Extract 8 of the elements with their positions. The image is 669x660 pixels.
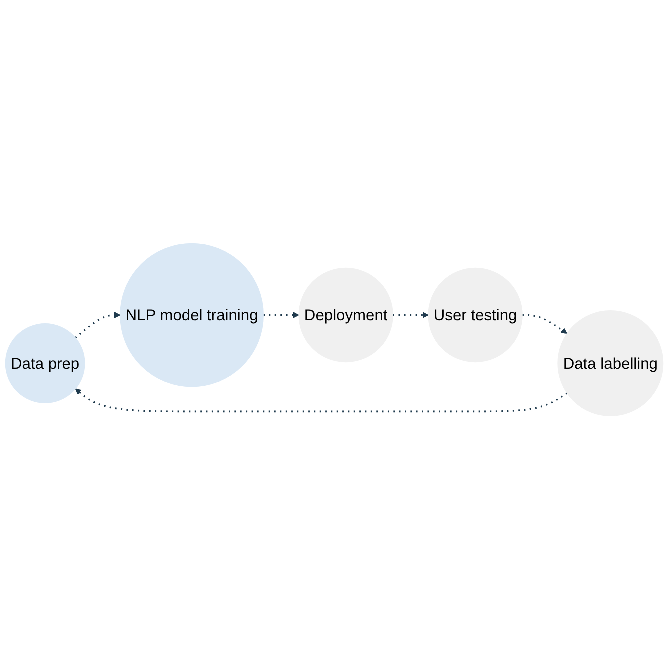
node-circle: Data prep: [5, 324, 86, 404]
arrow: [75, 388, 568, 413]
arrow: [75, 312, 121, 339]
node-circle: NLP model training: [120, 243, 264, 388]
arrow: [264, 312, 300, 318]
node-circle: User testing: [428, 268, 523, 363]
node-circle: Deployment: [298, 268, 394, 363]
node-circle: Data labelling: [558, 310, 664, 417]
